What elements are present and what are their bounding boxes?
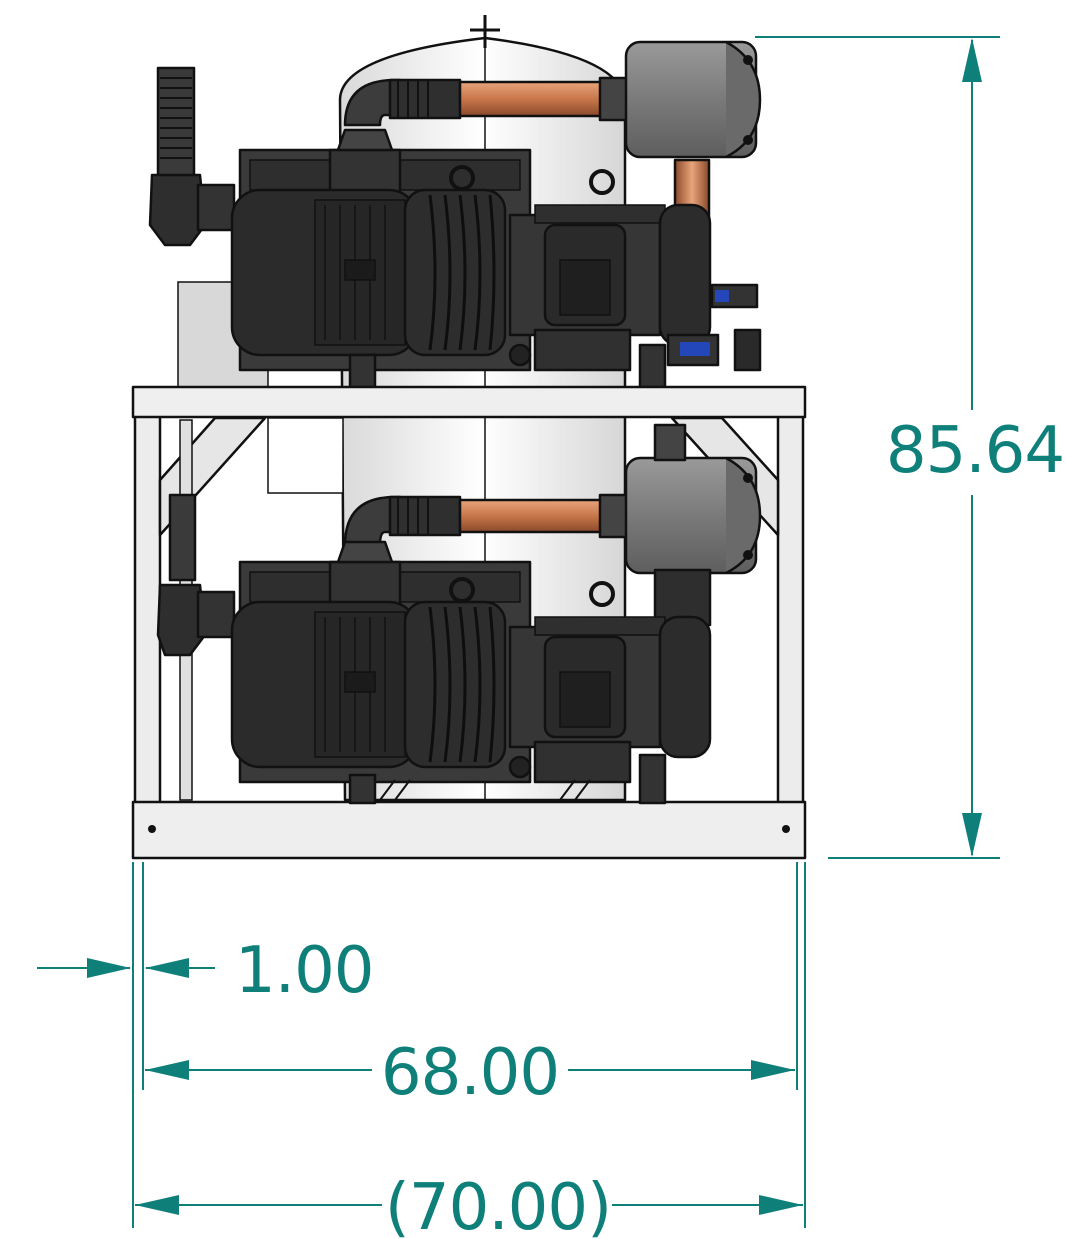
- overall-width-dimension: (70.00): [135, 1171, 803, 1239]
- lower-filter-housing: [624, 423, 762, 627]
- inner-width-value: 68.00: [381, 1036, 559, 1110]
- upper-filter-housing: [624, 40, 762, 159]
- upper-pump-assembly: [230, 128, 712, 372]
- dimensions: 85.64 1.00 68.00 (70.00): [37, 36, 1065, 1239]
- upper-valves: [666, 283, 762, 372]
- machine: [131, 15, 807, 860]
- overall-width-value: (70.00): [385, 1171, 611, 1239]
- margin-dimension: 1.00: [37, 934, 375, 1008]
- inner-width-dimension: 68.00: [145, 1036, 795, 1110]
- lower-muffler: [156, 493, 236, 657]
- height-dimension: 85.64: [755, 36, 1065, 859]
- upper-muffler: [148, 66, 236, 247]
- margin-value: 1.00: [235, 934, 374, 1008]
- height-value: 85.64: [886, 414, 1064, 488]
- lower-pump-assembly: [230, 540, 712, 784]
